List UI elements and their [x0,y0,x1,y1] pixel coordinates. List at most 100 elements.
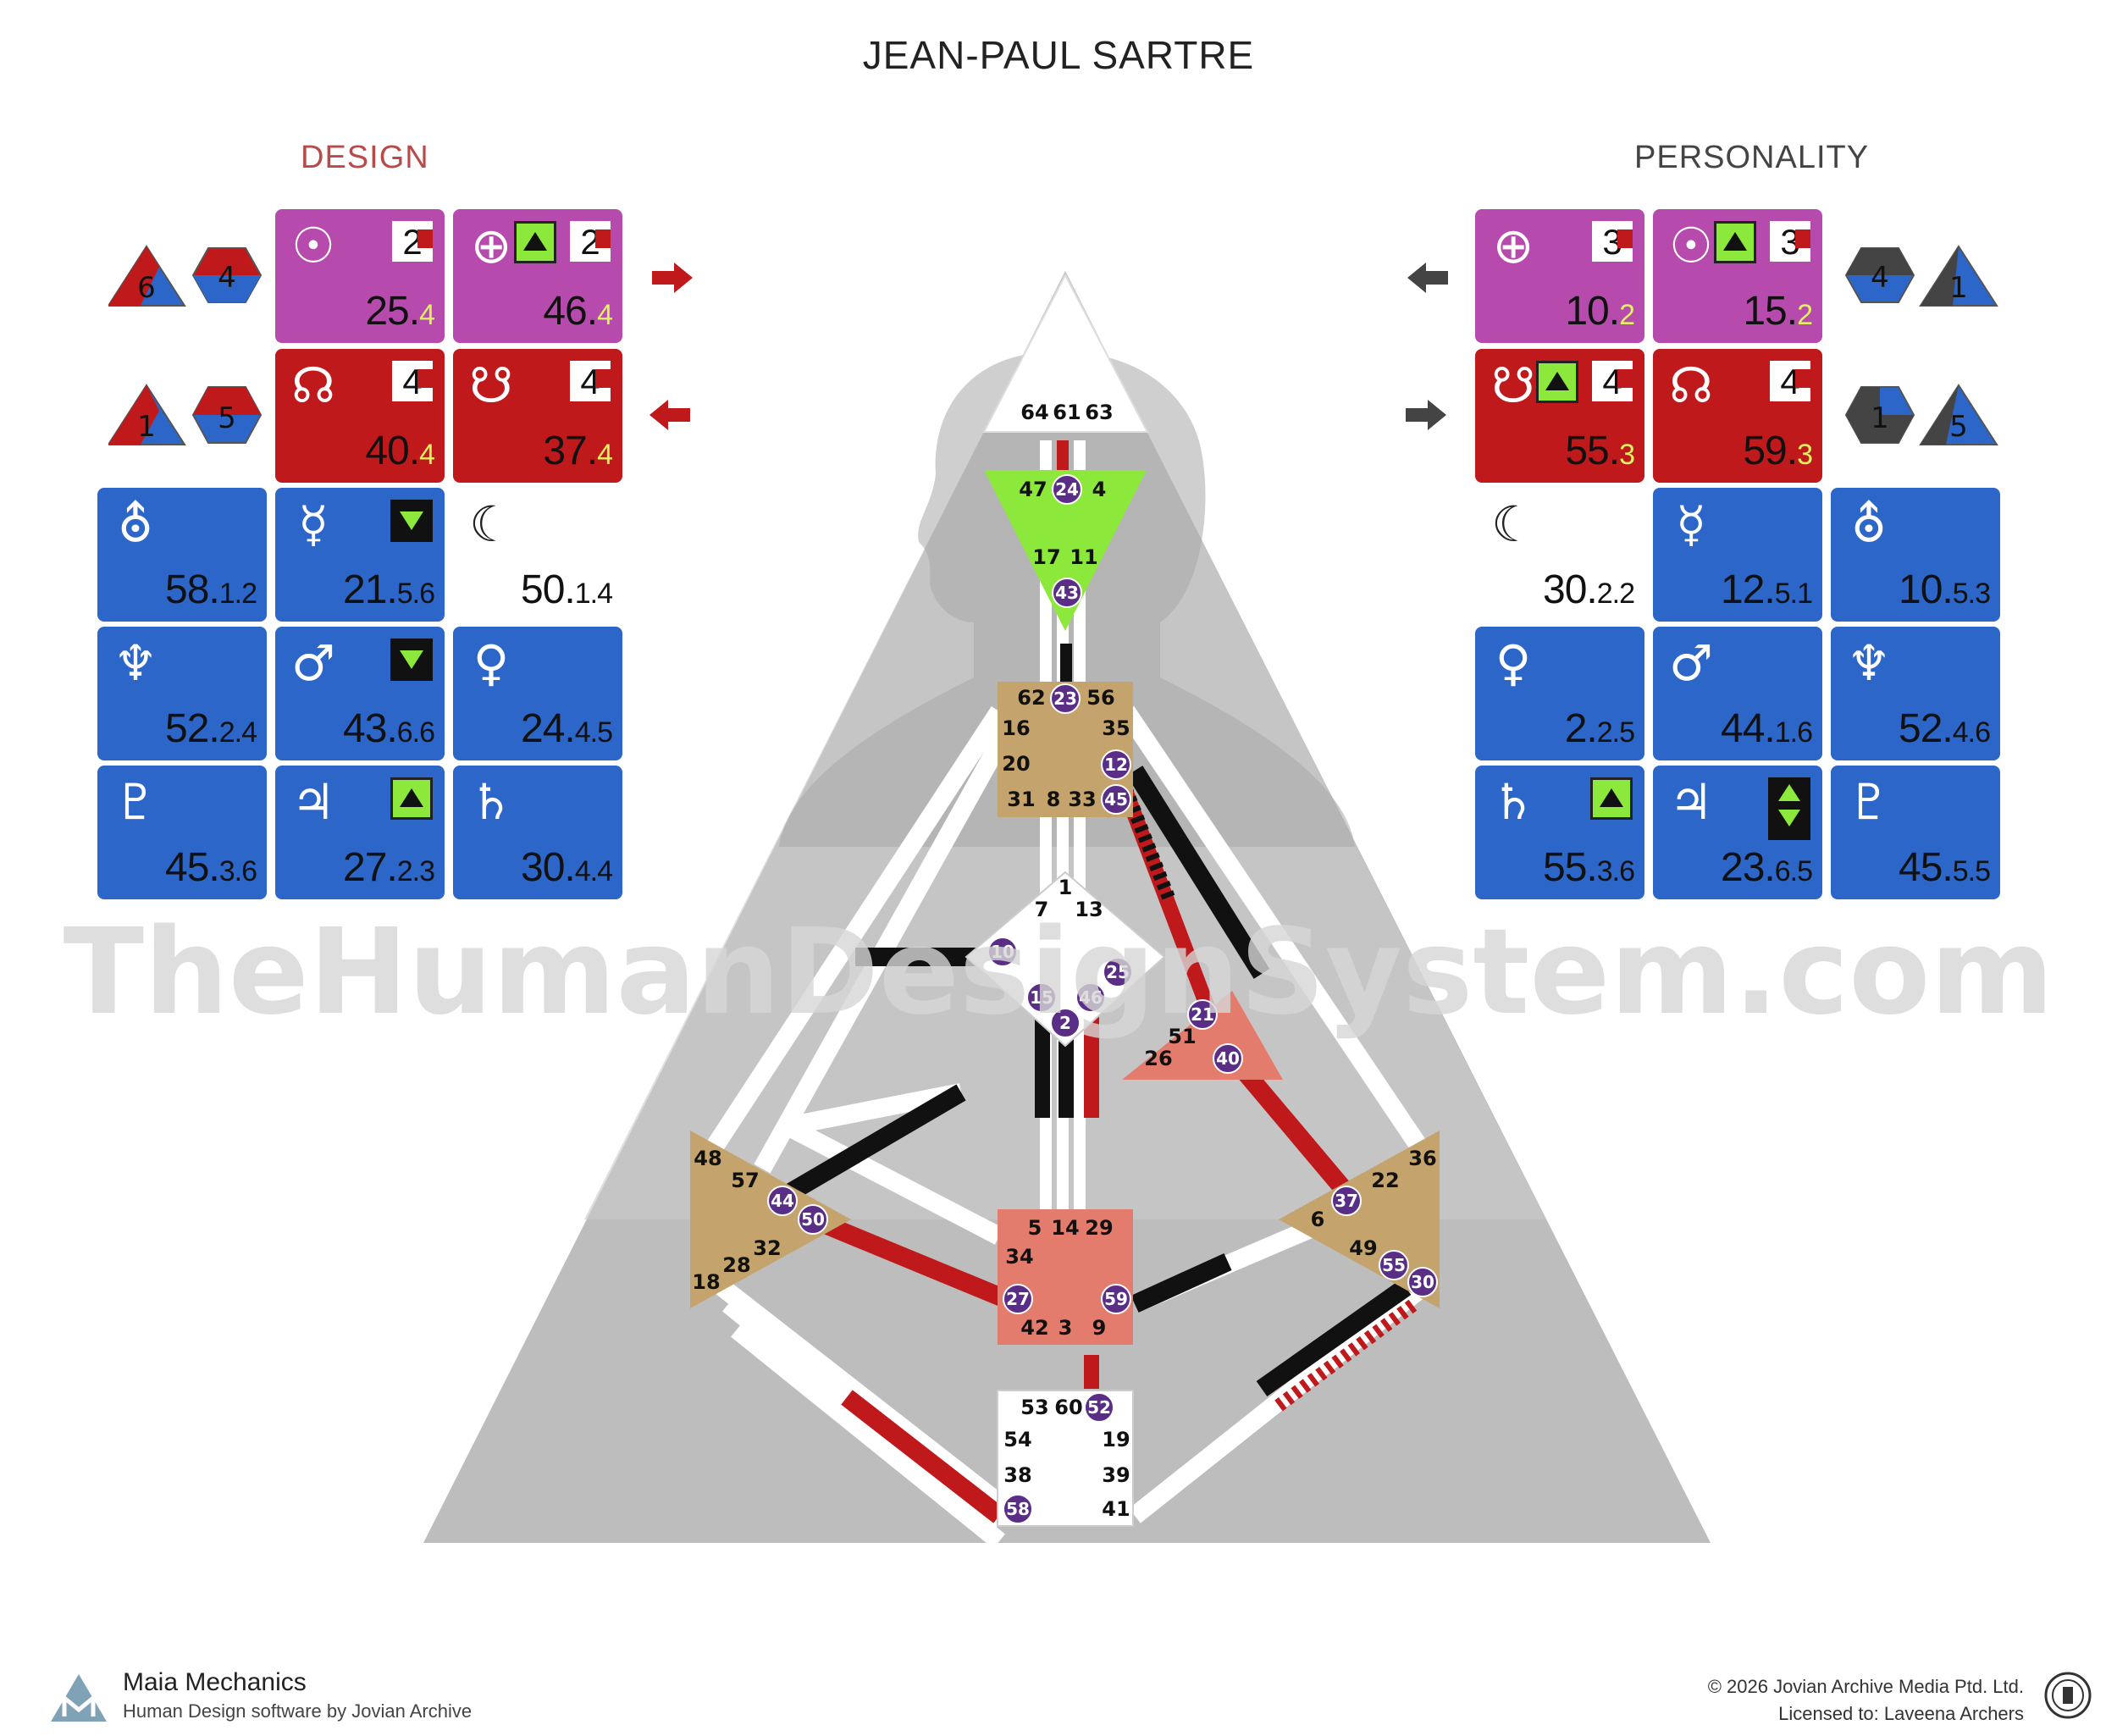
gate-number: 59. [1743,428,1798,473]
line-number: 1.4 [574,578,613,610]
jupiter-icon: ♃ [291,773,335,831]
gate-20: 20 [1002,752,1030,776]
personality-arrow-left-icon [1407,263,1448,293]
personality-line-badge: 4 [1770,361,1810,401]
personality-line-badge: 4 [1592,361,1633,401]
line-number: 5.6 [396,578,435,610]
personality-gate-value: 15.2 [1743,288,1813,334]
design-arrow-left-icon [649,400,690,430]
line-number: 5.1 [1774,578,1813,610]
design-gate-value: 24.4.5 [521,705,613,752]
exalted-arrow-up-icon [390,777,433,820]
sacral-center [998,1209,1133,1345]
gate-24: 24 [1055,479,1079,500]
gate-33: 33 [1068,788,1096,811]
design-tile-uranus: ⛢58.1.2 [97,488,267,622]
mercury-icon: ☿ [298,495,329,553]
footer-brand: Maia Mechanics Human Design software by … [123,1668,472,1722]
design-gate-value: 43.6.6 [343,705,435,752]
personality-gate-value: 23.6.5 [1721,844,1813,891]
gate-37: 37 [1335,1191,1358,1211]
exalted-arrow-up-icon [1714,221,1756,263]
design-line-badge: 2 [392,221,433,262]
line-number: 3 [1797,439,1813,471]
personality-tile-mercury: ☿12.5.1 [1653,488,1822,622]
gate-35: 35 [1102,716,1130,740]
gate-4: 4 [1092,478,1107,501]
line-number: 3.6 [1596,855,1635,887]
gate-41: 41 [1102,1497,1130,1521]
sun-icon: ☉ [291,217,335,274]
personality-tile-venus: ♀2.2.5 [1475,627,1644,760]
design-shape-4: 4 [218,261,236,295]
gate-22: 22 [1371,1169,1399,1192]
line-number: 5.5 [1952,855,1991,887]
gate-23: 23 [1053,688,1077,709]
gate-14: 14 [1051,1216,1079,1240]
design-tile-mars: ♂43.6.6 [275,627,445,760]
design-tile-neptune: ♆52.2.4 [97,627,267,760]
personality-shape-1b: 1 [1871,401,1889,435]
gate-63: 63 [1085,401,1113,424]
gate-27: 27 [1006,1289,1030,1309]
gate-number: 40. [365,428,420,473]
line-number: 6.6 [396,716,435,749]
personality-tile-neptune: ♆52.4.6 [1831,627,2000,760]
gate-39: 39 [1102,1463,1130,1487]
line-number: 2.5 [1596,716,1635,749]
line-number: 2 [1619,299,1635,331]
gate-number: 50. [521,567,576,612]
gate-number: 44. [1721,706,1776,751]
personality-shape-1: 1 [1949,271,1968,305]
gate-9: 9 [1092,1316,1107,1340]
personality-shape-5: 5 [1949,410,1968,444]
gate-47: 47 [1019,478,1047,501]
line-number: 3 [1619,439,1635,471]
line-number: 4 [597,439,613,471]
gate-1: 1 [1058,876,1073,899]
ajna-center [984,470,1147,631]
gate-58: 58 [1006,1499,1030,1519]
gate-32: 32 [753,1236,781,1260]
personality-line-badge: 3 [1770,221,1810,262]
gate-number: 52. [1899,706,1954,751]
head-center [982,273,1149,433]
personality-line-badge: 3 [1592,221,1633,262]
personality-tile-pluto: ♇45.5.5 [1831,766,2000,899]
design-gate-value: 37.4 [543,428,613,474]
personality-tile-moon: ☾30.2.2 [1475,488,1644,622]
design-tile-jupiter: ♃27.2.3 [275,766,445,899]
personality-gate-value: 55.3 [1565,428,1635,474]
design-gate-value: 52.2.4 [165,705,257,752]
earth-icon: ⊕ [470,217,512,274]
gate-number: 30. [1543,567,1598,612]
gate-25: 25 [1106,962,1130,982]
gate-number: 55. [1543,845,1598,890]
gate-19: 19 [1102,1428,1130,1451]
gate-44: 44 [771,1191,794,1211]
activated-gates: 24 43 23 12 45 10 25 15 46 2 21 40 44 50… [767,474,1438,1524]
gate-labels: 64 61 63 47 4 17 11 62 56 16 35 20 31 8 … [692,401,1436,1521]
gate-36: 36 [1408,1147,1436,1170]
gate-number: 55. [1565,428,1620,473]
mars-icon: ♂ [1669,634,1713,692]
gate-55: 55 [1382,1255,1406,1275]
design-shape-1: 1 [137,410,156,444]
gate-number: 25. [365,289,420,334]
gate-number: 58. [165,567,220,612]
personality-tile-uranus: ⛢10.5.3 [1831,488,2000,622]
gate-number: 43. [343,706,398,751]
gate-11: 11 [1070,545,1097,569]
exalted-arrow-up-icon [1536,361,1578,403]
neptune-icon: ♆ [113,634,158,692]
line-number: 3.6 [218,855,257,887]
gate-18: 18 [692,1270,720,1294]
personality-column-title: PERSONALITY [1634,140,1870,175]
venus-icon: ♀ [1495,634,1532,692]
gate-12: 12 [1104,755,1128,775]
line-number: 2.2 [1596,578,1635,610]
design-shape-6: 6 [137,271,156,305]
